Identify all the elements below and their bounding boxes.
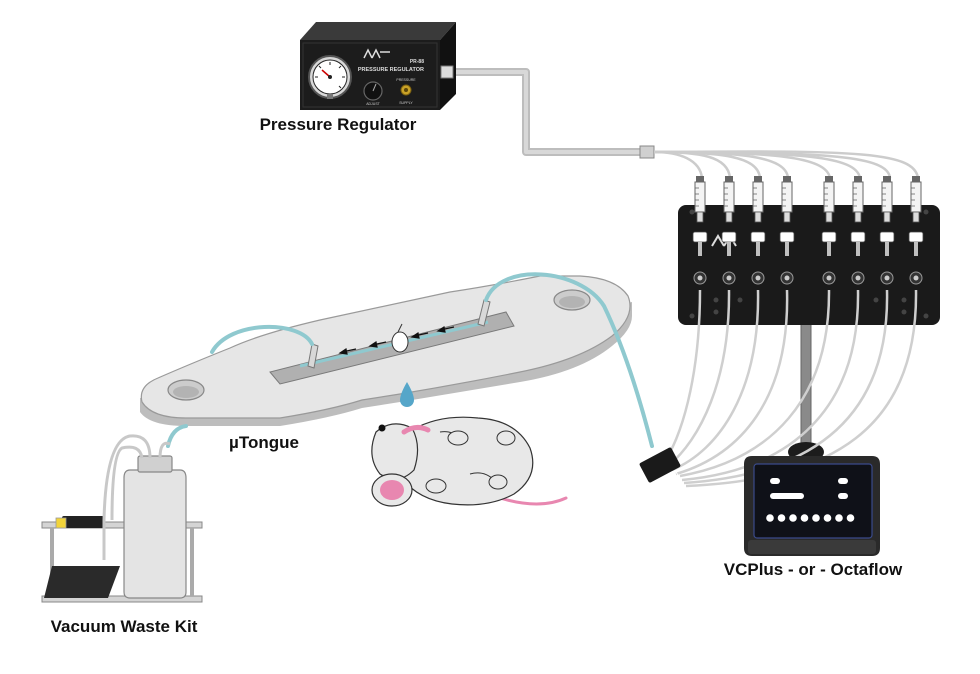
stopcock-icon bbox=[779, 231, 795, 243]
controller-button-icon bbox=[777, 514, 786, 522]
syringe-barrel bbox=[910, 181, 922, 213]
controller-button-icon bbox=[812, 514, 820, 522]
mouse-icon bbox=[371, 416, 568, 507]
syringe-tip bbox=[854, 211, 862, 223]
vacuum-waste-kit bbox=[41, 434, 203, 603]
syringe-tip bbox=[883, 211, 891, 223]
pressure-tubing bbox=[452, 68, 646, 156]
stopcock-icon bbox=[721, 231, 737, 243]
syringe-barrel bbox=[781, 181, 793, 213]
syringe-tip bbox=[825, 211, 833, 223]
pressure-regulator: PR-88 PRESSURE REGULATOR ADJUST PRESSURE… bbox=[300, 22, 456, 110]
valve-fitting-core bbox=[884, 275, 890, 281]
sensor-icon bbox=[391, 323, 409, 353]
adjust-label: ADJUST bbox=[366, 102, 380, 106]
controller-button-icon bbox=[800, 514, 809, 522]
inlet-pin bbox=[307, 343, 319, 369]
utongue-platform bbox=[140, 275, 632, 426]
syringe-tip bbox=[783, 211, 791, 223]
syringe-tip bbox=[725, 211, 733, 223]
syringe-plunger bbox=[754, 176, 762, 182]
controller-buttons bbox=[766, 514, 855, 522]
syringe-plunger bbox=[912, 176, 920, 182]
syringe-barrel bbox=[881, 181, 893, 213]
controller-button-icon bbox=[789, 514, 797, 522]
valve-stem bbox=[698, 242, 702, 256]
valve-icon bbox=[400, 84, 412, 96]
status-indicator-icon bbox=[770, 478, 848, 499]
syringe-5 bbox=[821, 176, 837, 285]
valve-stem bbox=[914, 242, 918, 256]
droplet-icon bbox=[400, 382, 414, 407]
label-utongue: µTongue bbox=[229, 433, 299, 452]
syringe-7 bbox=[879, 176, 895, 285]
controller-button-icon bbox=[766, 514, 774, 522]
controller-box bbox=[744, 456, 880, 556]
controller-button-icon bbox=[823, 514, 832, 522]
stopcock-icon bbox=[821, 231, 837, 243]
syringe-3 bbox=[750, 176, 766, 285]
output-lines bbox=[662, 289, 918, 488]
valve-fitting-core bbox=[755, 275, 761, 281]
syringe-tip bbox=[912, 211, 920, 223]
syringe-8 bbox=[908, 176, 924, 285]
syringe-barrel bbox=[723, 181, 735, 213]
syringe-plunger bbox=[725, 176, 733, 182]
stopcock-icon bbox=[850, 231, 866, 243]
stopcock-icon bbox=[908, 231, 924, 243]
valve-fitting-core bbox=[697, 275, 703, 281]
syringe-4 bbox=[779, 176, 795, 285]
tube-connector bbox=[639, 145, 655, 159]
supply-label: SUPPLY bbox=[399, 101, 413, 105]
label-vacuum-waste-kit: Vacuum Waste Kit bbox=[51, 617, 198, 636]
syringe-plunger bbox=[696, 176, 704, 182]
controller-button-icon bbox=[835, 514, 843, 522]
regulator-model: PR-88 bbox=[410, 59, 424, 65]
syringe-barrel bbox=[694, 181, 706, 213]
splitter-lines bbox=[653, 150, 920, 179]
valve-manifold bbox=[678, 176, 940, 325]
knob-icon bbox=[363, 81, 383, 101]
multiport-connector bbox=[639, 447, 681, 487]
valve-fitting-core bbox=[913, 275, 919, 281]
syringe-tip bbox=[754, 211, 762, 223]
syringe-plunger bbox=[825, 176, 833, 182]
stopcock-icon bbox=[692, 231, 708, 243]
logo-mark-icon bbox=[363, 48, 390, 59]
valve-fitting-core bbox=[826, 275, 832, 281]
valve-fitting-core bbox=[726, 275, 732, 281]
syringe-barrel bbox=[823, 181, 835, 213]
flow-arrow-icon bbox=[338, 326, 455, 355]
syringe-barrel bbox=[852, 181, 864, 213]
valve-stem bbox=[827, 242, 831, 256]
syringe-array bbox=[692, 176, 924, 285]
outlet-pin bbox=[477, 299, 491, 327]
valve-fitting-core bbox=[855, 275, 861, 281]
valve-fitting-core bbox=[784, 275, 790, 281]
syringe-2 bbox=[721, 176, 737, 285]
syringe-tip bbox=[696, 211, 704, 223]
vacuum-pump bbox=[62, 516, 104, 528]
regulator-title: PRESSURE REGULATOR bbox=[358, 67, 424, 73]
valve-stem bbox=[756, 242, 760, 256]
syringe-plunger bbox=[783, 176, 791, 182]
valve-stem bbox=[785, 242, 789, 256]
stopcock-icon bbox=[750, 231, 766, 243]
syringe-plunger bbox=[883, 176, 891, 182]
controller-button-icon bbox=[846, 514, 855, 522]
gauge-icon bbox=[308, 55, 352, 99]
syringe-barrel bbox=[752, 181, 764, 213]
syringe-1 bbox=[692, 176, 708, 285]
label-vcplus: VCPlus - or - Octaflow bbox=[724, 560, 903, 579]
stopcock-icon bbox=[879, 231, 895, 243]
pressure-valve-label: PRESSURE bbox=[396, 78, 416, 82]
valve-stem bbox=[885, 242, 889, 256]
valve-stem bbox=[856, 242, 860, 256]
mount-holes bbox=[689, 209, 929, 319]
valve-stem bbox=[727, 242, 731, 256]
syringe-6 bbox=[850, 176, 866, 285]
syringe-plunger bbox=[854, 176, 862, 182]
label-pressure-regulator: Pressure Regulator bbox=[260, 115, 417, 134]
